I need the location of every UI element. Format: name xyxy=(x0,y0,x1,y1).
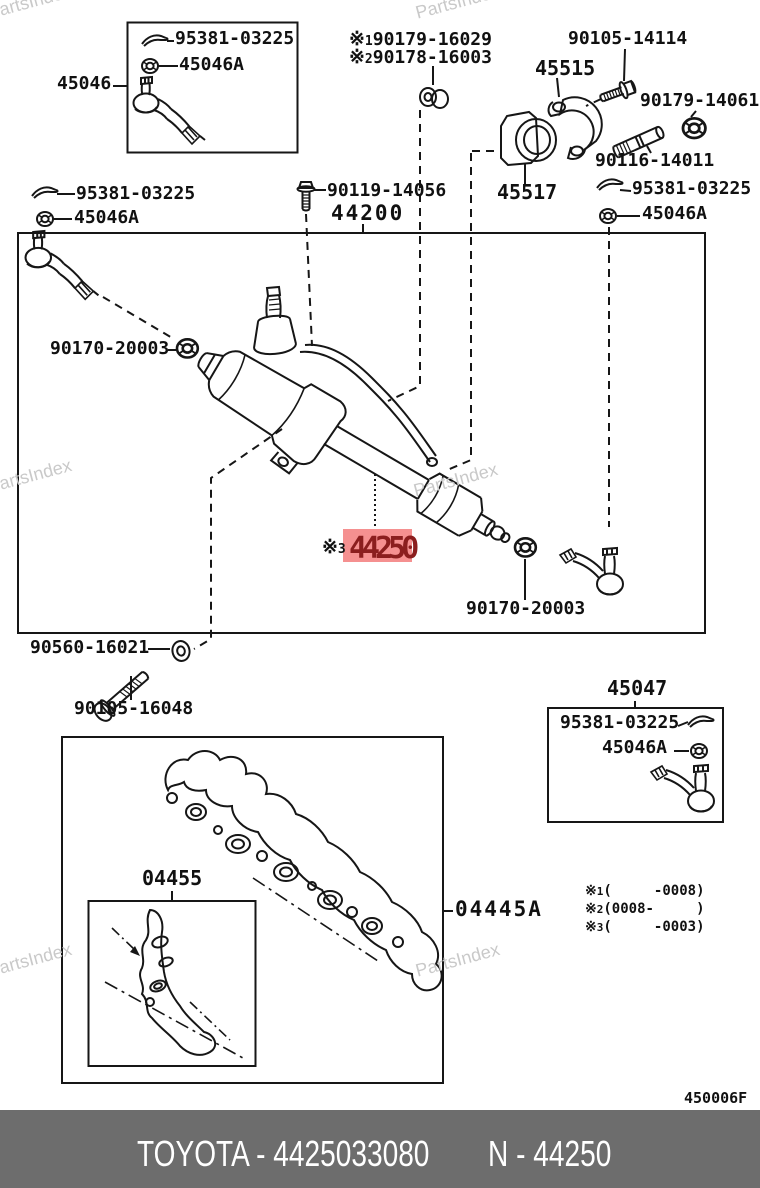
bolt-drawing-14056 xyxy=(296,181,316,212)
tie-rod-end-drawing-right xyxy=(559,547,624,596)
nut-icon xyxy=(141,58,159,74)
part-label-95381-03225[interactable]: 95381-03225 xyxy=(76,183,196,204)
part-label-95381-03225[interactable]: 95381-03225 xyxy=(560,712,680,733)
part-label-45046A[interactable]: 45046A xyxy=(642,203,708,224)
part-label-45046A[interactable]: 45046A xyxy=(179,54,245,75)
clamp-drawing xyxy=(547,96,603,160)
legend-row-3: ※3( -0003) xyxy=(585,919,705,935)
grommet-drawing xyxy=(500,110,557,167)
cotter-pin-icon xyxy=(141,34,169,47)
bolt-drawing-16048 xyxy=(93,670,150,722)
valve-body-gasket-drawing xyxy=(104,750,443,1059)
input-shaft-drawing xyxy=(253,285,297,356)
part-label-45046[interactable]: 45046 xyxy=(57,73,112,94)
part-label-95381-03225[interactable]: 95381-03225 xyxy=(632,178,752,199)
frame-boxes xyxy=(17,21,724,1084)
footer-bar: TOYOTA - 4425033080 N - 44250 xyxy=(0,1110,760,1188)
part-label-45046A[interactable]: 45046A xyxy=(602,737,668,758)
part-label-90178-16003[interactable]: ※290178-16003 xyxy=(349,46,492,68)
leader-lines xyxy=(53,40,697,912)
nut-icon xyxy=(513,536,538,558)
footer-figure-number: N - 44250 xyxy=(488,1133,612,1174)
part-label-45047[interactable]: 45047 xyxy=(607,676,668,700)
part-label-44200[interactable]: 44200 xyxy=(331,201,405,225)
part-label-45046A[interactable]: 45046A xyxy=(74,207,140,228)
legend-row-1: ※1( -0008) xyxy=(585,883,705,899)
tie-rod-end-drawing-left xyxy=(24,230,100,301)
part-label-45517[interactable]: 45517 xyxy=(497,180,558,204)
nut-icon xyxy=(681,117,707,140)
option-marker-3: ※3 xyxy=(322,536,346,558)
part-label-90105-14114[interactable]: 90105-14114 xyxy=(568,28,688,49)
part-label-90179-14061[interactable]: 90179-14061 xyxy=(640,90,760,111)
part-label-90560-16021[interactable]: 90560-16021 xyxy=(30,637,150,658)
part-label-45515[interactable]: 45515 xyxy=(535,56,596,80)
footer-part-number: TOYOTA - 4425033080 xyxy=(137,1133,430,1174)
cotter-pin-icon xyxy=(596,178,624,191)
part-label-04445A[interactable]: 04445A xyxy=(455,897,543,921)
nut-icon xyxy=(599,208,617,224)
part-label-90119-14056[interactable]: 90119-14056 xyxy=(327,180,447,201)
highlight-box xyxy=(343,529,412,562)
rack-assembly-drawing xyxy=(197,285,511,543)
part-label-90170-20003[interactable]: 90170-20003 xyxy=(466,598,586,619)
bolt-drawing-14114 xyxy=(599,79,637,103)
part-label-95381-03225[interactable]: 95381-03225 xyxy=(175,28,295,49)
part-label-90116-14011[interactable]: 90116-14011 xyxy=(595,150,715,171)
part-label-90105-16048[interactable]: 90105-16048 xyxy=(74,698,194,719)
part-label-90179-16029[interactable]: ※190179-16029 xyxy=(349,28,492,50)
legend-row-2: ※2(0008- ) xyxy=(585,901,705,917)
washer-icon xyxy=(171,640,191,662)
cotter-pin-icon xyxy=(31,186,59,199)
part-label-90170-20003[interactable]: 90170-20003 xyxy=(50,338,170,359)
part-label-04455[interactable]: 04455 xyxy=(142,866,203,890)
tie-rod-end-drawing-topleft xyxy=(132,34,206,145)
diagram-canvas xyxy=(17,21,724,1084)
oring-pair-icon xyxy=(419,87,449,109)
dashed-leader-lines xyxy=(102,98,610,650)
nut-icon xyxy=(36,211,54,227)
pressure-tube-drawing xyxy=(612,125,665,159)
hydraulic-pipes-drawing xyxy=(299,343,438,467)
drawing-code: 450006F xyxy=(684,1089,748,1107)
nut-icon xyxy=(175,337,200,359)
seal-kit-drawing xyxy=(111,908,231,1056)
part-label-44250-highlighted[interactable]: 44250 xyxy=(349,531,419,566)
